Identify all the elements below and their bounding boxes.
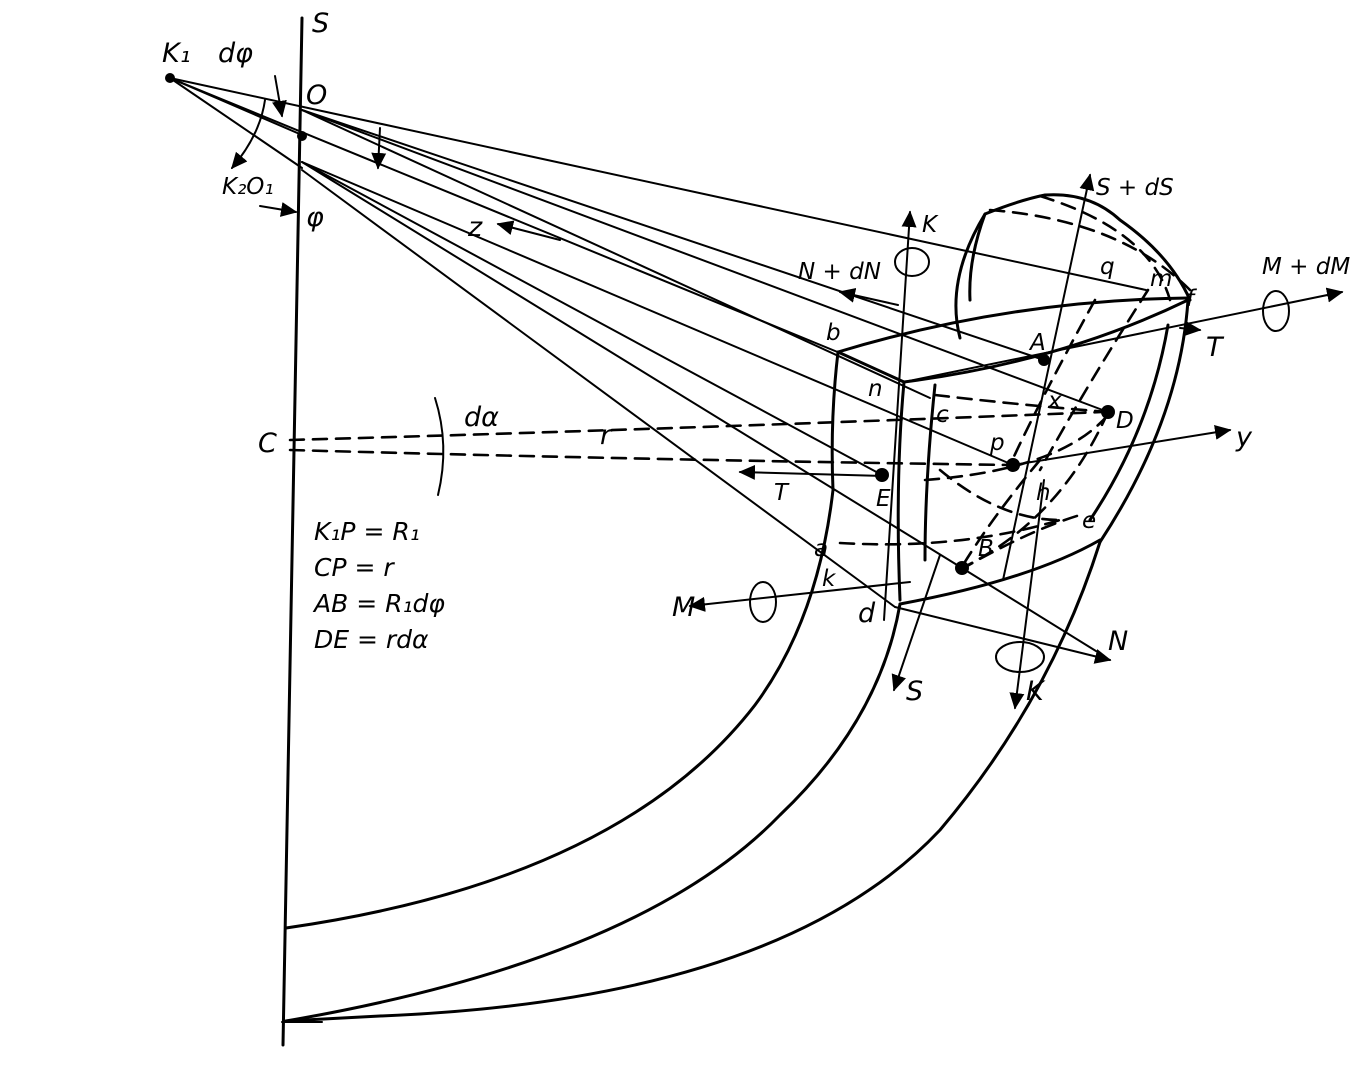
label-s-bottom: S: [906, 676, 923, 707]
point-e: [875, 468, 889, 482]
point-a: [1038, 354, 1050, 366]
label-m-dm: M + dM: [1262, 254, 1350, 280]
label-e-lower: e: [1082, 508, 1096, 534]
equation-ab: AB = R₁dφ: [312, 589, 445, 618]
equation-cp: CP = r: [314, 553, 395, 582]
label-k1: K₁: [162, 38, 191, 69]
label-k-small: k: [822, 566, 837, 592]
label-z: z: [467, 212, 483, 243]
label-h: h: [1036, 480, 1051, 506]
label-o: O: [306, 80, 327, 111]
label-k-bottom: K: [1026, 676, 1046, 707]
label-x: x: [1047, 388, 1062, 414]
force-arrows: [231, 75, 1344, 710]
label-n-bottom: N: [1108, 626, 1128, 657]
label-c: c: [936, 402, 949, 428]
label-t-right: T: [1206, 332, 1225, 363]
labels: S K₁ dφ O K₂O₁ φ z K N + dN S + dS M + d…: [162, 8, 1350, 707]
point-k1: [165, 73, 175, 83]
label-e-point: E: [876, 486, 891, 512]
label-phi: φ: [306, 202, 324, 233]
point-d: [1101, 405, 1115, 419]
label-dalpha: dα: [464, 402, 499, 433]
label-b: b: [826, 320, 841, 346]
label-a: A: [1028, 330, 1046, 356]
label-k-top: K: [922, 212, 939, 238]
point-o1: [297, 131, 307, 141]
label-n-dn: N + dN: [798, 259, 881, 285]
label-m: m: [1150, 266, 1172, 292]
label-r: r: [600, 420, 613, 451]
label-c-center: C: [258, 428, 277, 459]
equation-de: DE = rdα: [314, 625, 429, 654]
label-k2o1: K₂O₁: [222, 174, 274, 200]
label-d-upper: D: [1116, 408, 1134, 434]
rays-from-origin: [301, 109, 1109, 608]
point-p: [1006, 458, 1020, 472]
dashed-construction: [838, 194, 1192, 572]
label-q: q: [1100, 254, 1115, 280]
n-axis: [894, 567, 1112, 664]
label-s-top: S: [312, 8, 329, 39]
equation-k1p: K₁P = R₁: [314, 517, 420, 546]
label-s-ds: S + dS: [1096, 175, 1174, 201]
label-a-lower: a: [814, 536, 828, 562]
label-d-lower: d: [858, 598, 876, 629]
label-b-point: B: [978, 536, 994, 562]
label-y: y: [1235, 422, 1253, 453]
label-f: f: [1186, 286, 1197, 312]
equations: K₁P = R₁ CP = r AB = R₁dφ DE = rdα: [312, 517, 445, 654]
rays-from-k1: [169, 77, 1147, 354]
radius-lines: [288, 397, 1104, 496]
label-dphi: dφ: [218, 38, 253, 69]
label-m-left: M: [672, 592, 695, 623]
point-b: [955, 561, 969, 575]
label-p: p: [989, 430, 1005, 456]
marked-points: [165, 73, 1115, 575]
label-n: n: [868, 376, 883, 402]
tube-curves: [284, 488, 1102, 1023]
label-t-left: T: [774, 480, 790, 506]
